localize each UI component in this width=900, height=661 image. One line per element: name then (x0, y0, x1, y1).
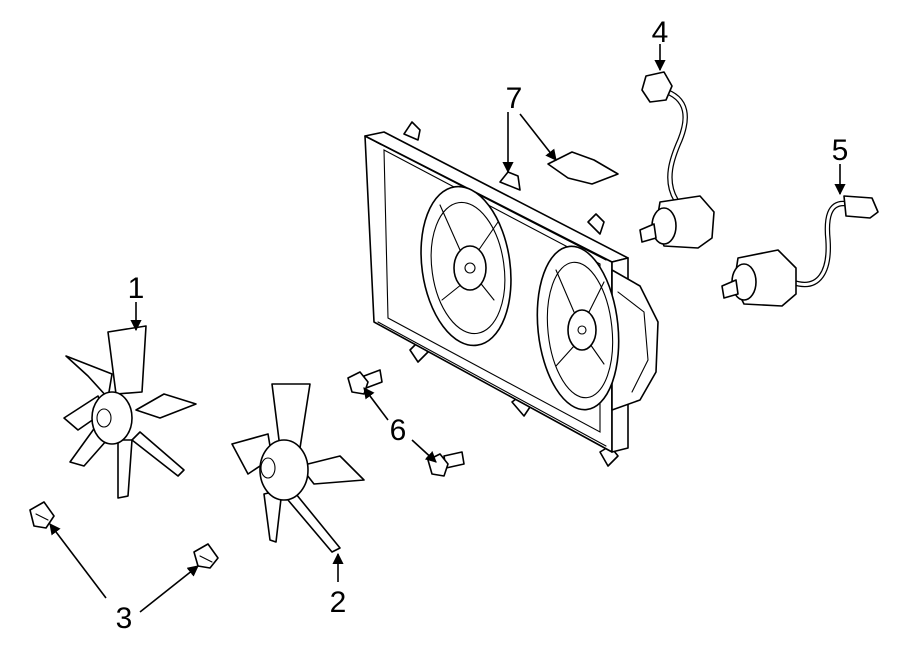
callout-5: 5 (832, 134, 849, 167)
callout-1: 1 (128, 272, 145, 305)
fan-blade-2 (231, 383, 365, 553)
callout-3: 3 (116, 602, 133, 635)
clip-part-left (29, 501, 55, 529)
callout-2: 2 (330, 586, 347, 619)
fan-motor-4 (639, 71, 715, 249)
leader-lines (49, 44, 846, 613)
callout-6: 6 (390, 414, 407, 447)
fan-motor-5 (721, 195, 879, 307)
bolt-lower (427, 451, 465, 477)
fan-shroud (364, 121, 659, 467)
clip-part-right (193, 543, 219, 569)
fan-blade-1 (63, 325, 197, 499)
callout-4: 4 (652, 16, 669, 49)
seal-part (547, 151, 619, 185)
callout-7: 7 (506, 82, 523, 115)
bolt-upper (347, 369, 383, 395)
